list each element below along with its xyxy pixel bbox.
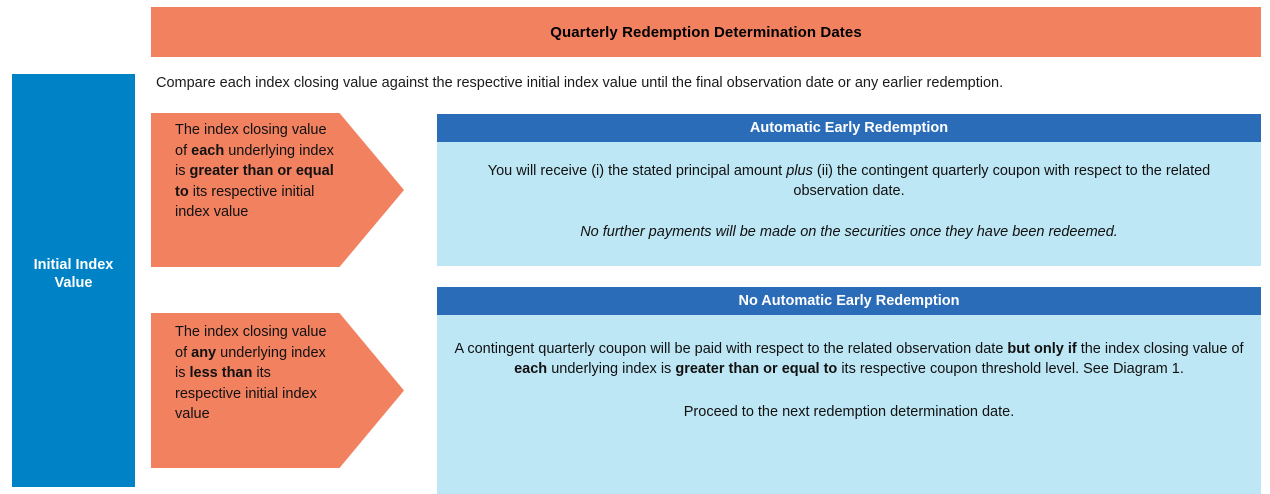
panel-2-p1-g: its respective coupon threshold level. S… [837,361,1184,378]
arrow-1-seg-2: underlying index is [175,142,334,180]
arrow-2-seg-0: The index closing value of [175,324,327,361]
panel-2-p1-d-bold: each [514,361,548,378]
panel-2-body: A contingent quarterly coupon will be pa… [437,315,1261,494]
arrow-1-seg-1: each [191,142,225,159]
condition-arrow-1-text: The index closing value of each underlyi… [175,120,335,223]
arrow-1-seg-3: greater than or equal to [175,163,334,200]
condition-arrow-less-than: The index closing value of any underlyin… [151,313,404,468]
arrow-2-seg-2: underlying index is [175,344,326,382]
panel-2-paragraph-1: A contingent quarterly coupon will be pa… [451,339,1247,380]
arrow-2-seg-3: less than [189,365,253,382]
banner-title: Quarterly Redemption Determination Dates [550,23,862,41]
condition-arrow-2-text: The index closing value of any underlyin… [175,322,335,425]
arrow-1-seg-0: The index closing value of [175,122,327,159]
quarterly-redemption-banner: Quarterly Redemption Determination Dates [151,7,1261,57]
outcome-panel-no-automatic-early-redemption: No Automatic Early Redemption A continge… [437,287,1261,494]
arrow-2-seg-1: any [191,344,217,361]
panel-1-p1-b-italic: plus [786,163,813,179]
panel-2-paragraph-2: Proceed to the next redemption determina… [683,403,1015,420]
outcome-panel-automatic-early-redemption: Automatic Early Redemption You will rece… [437,114,1261,266]
condition-arrow-greater-than-or-equal: The index closing value of each underlyi… [151,113,404,267]
panel-2-p1-c: the index closing value of [1076,341,1244,357]
panel-1-paragraph-2: No further payments will be made on the … [580,223,1118,240]
initial-index-value-label: Initial Index Value [33,257,114,292]
panel-1-p1-c: (ii) the contingent quarterly coupon wit… [793,163,1211,200]
panel-2-p1-e: underlying index is [547,361,676,378]
panel-1-p1-a: You will receive (i) the stated principa… [487,163,787,179]
arrow-1-seg-4: its respective initial index value [175,183,315,221]
panel-1-header: Automatic Early Redemption [437,114,1261,142]
initial-index-value-panel: Initial Index Value [12,74,135,487]
arrow-2-seg-4: its respective initial index value [175,365,317,423]
intro-instruction-text: Compare each index closing value against… [156,75,1004,91]
panel-1-paragraph-1: You will receive (i) the stated principa… [451,161,1247,202]
panel-2-header-title: No Automatic Early Redemption [738,293,960,309]
panel-1-body: You will receive (i) the stated principa… [437,142,1261,266]
panel-2-p1-f-bold: greater than or equal to [675,361,838,378]
panel-2-p1-b-bold: but only if [1007,341,1077,357]
panel-1-header-title: Automatic Early Redemption [749,120,949,136]
panel-2-p1-a: A contingent quarterly coupon will be pa… [454,341,1008,357]
panel-2-header: No Automatic Early Redemption [437,287,1261,315]
